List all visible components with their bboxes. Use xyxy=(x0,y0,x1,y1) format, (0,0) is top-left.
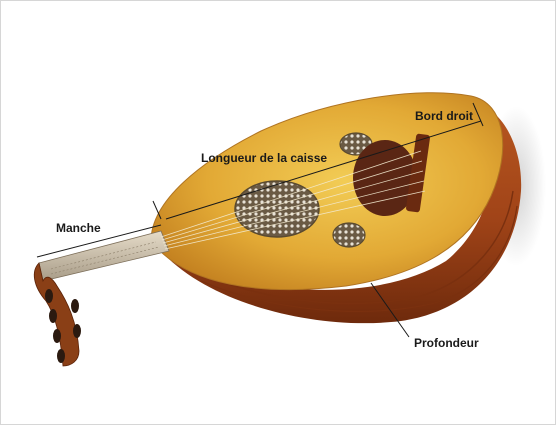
label-bord-droit: Bord droit xyxy=(415,109,473,123)
label-longueur-caisse: Longueur de la caisse xyxy=(201,151,327,165)
neck-shape xyxy=(39,231,169,281)
main-rosette xyxy=(235,181,319,237)
label-profondeur: Profondeur xyxy=(414,336,479,350)
small-rosette-bottom xyxy=(333,223,365,247)
label-manche: Manche xyxy=(56,221,101,235)
